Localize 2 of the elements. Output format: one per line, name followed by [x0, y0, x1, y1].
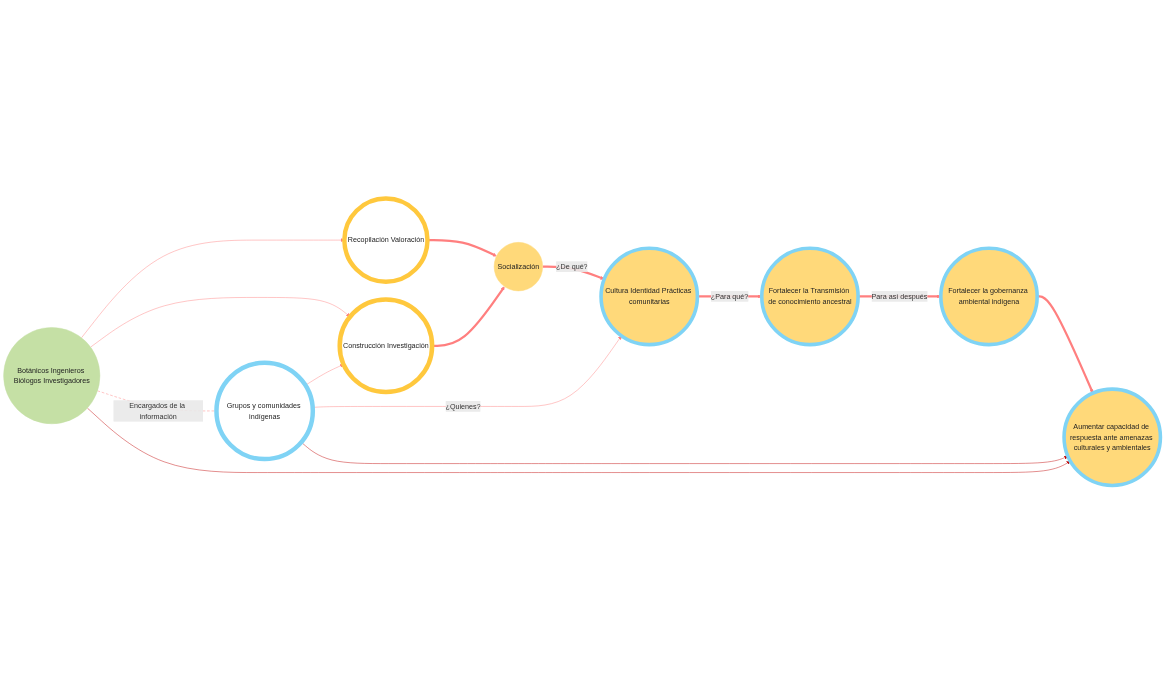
arrow — [1037, 295, 1094, 394]
arrow — [432, 286, 505, 347]
